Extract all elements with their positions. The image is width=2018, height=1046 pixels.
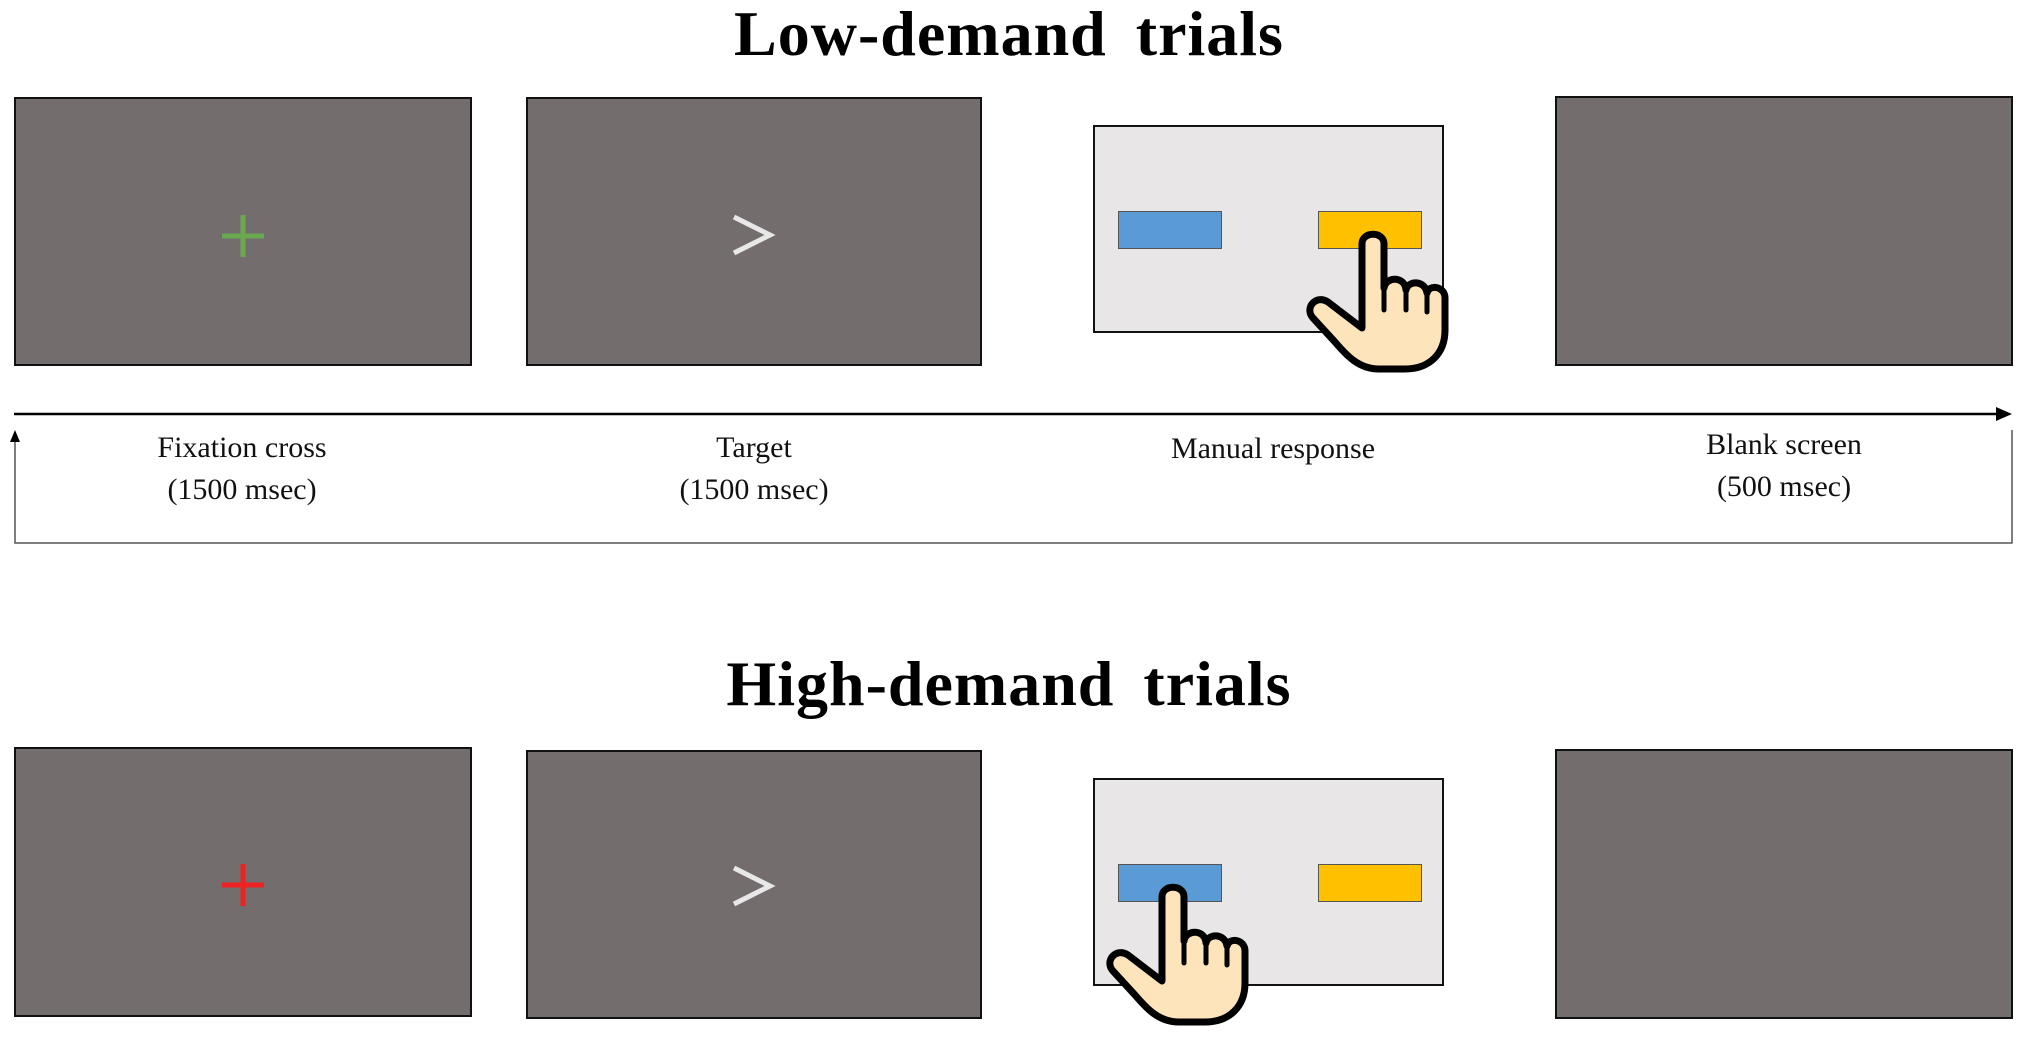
manual-response-name: Manual response: [1170, 432, 1376, 465]
target-label: Target (1500 msec): [554, 427, 954, 511]
greater-than-icon: [732, 214, 776, 256]
right-response-button[interactable]: [1318, 864, 1422, 902]
target-name: Target: [716, 431, 792, 464]
fixation-cross-duration: (1500 msec): [167, 473, 317, 506]
blank-screen-duration: (500 msec): [1716, 470, 1852, 503]
fixation-cross-name: Fixation cross: [157, 431, 327, 464]
plus-icon: [222, 215, 264, 257]
blank-screen-name: Blank screen: [1706, 428, 1862, 461]
low-fixation-screen: [14, 97, 472, 366]
low-response-panel: [1093, 125, 1444, 333]
high-target-screen: [526, 750, 982, 1019]
manual-response-label: Manual response: [1073, 428, 1473, 470]
target-duration: (1500 msec): [679, 473, 829, 506]
high-fixation-screen: [14, 747, 472, 1017]
plus-icon: [222, 864, 264, 906]
greater-than-icon: [732, 865, 776, 907]
low-blank-screen: [1555, 96, 2013, 366]
blank-screen-label: Blank screen (500 msec): [1584, 424, 1984, 508]
left-response-button[interactable]: [1118, 211, 1222, 249]
low-target-screen: [526, 97, 982, 366]
right-response-button[interactable]: [1318, 211, 1422, 249]
high-demand-title: High-demand trials: [726, 648, 1292, 719]
fixation-cross-label: Fixation cross (1500 msec): [42, 427, 442, 511]
high-response-panel: [1093, 778, 1444, 986]
left-response-button[interactable]: [1118, 864, 1222, 902]
high-blank-screen: [1555, 749, 2013, 1019]
low-demand-title: Low-demand trials: [734, 0, 1284, 69]
